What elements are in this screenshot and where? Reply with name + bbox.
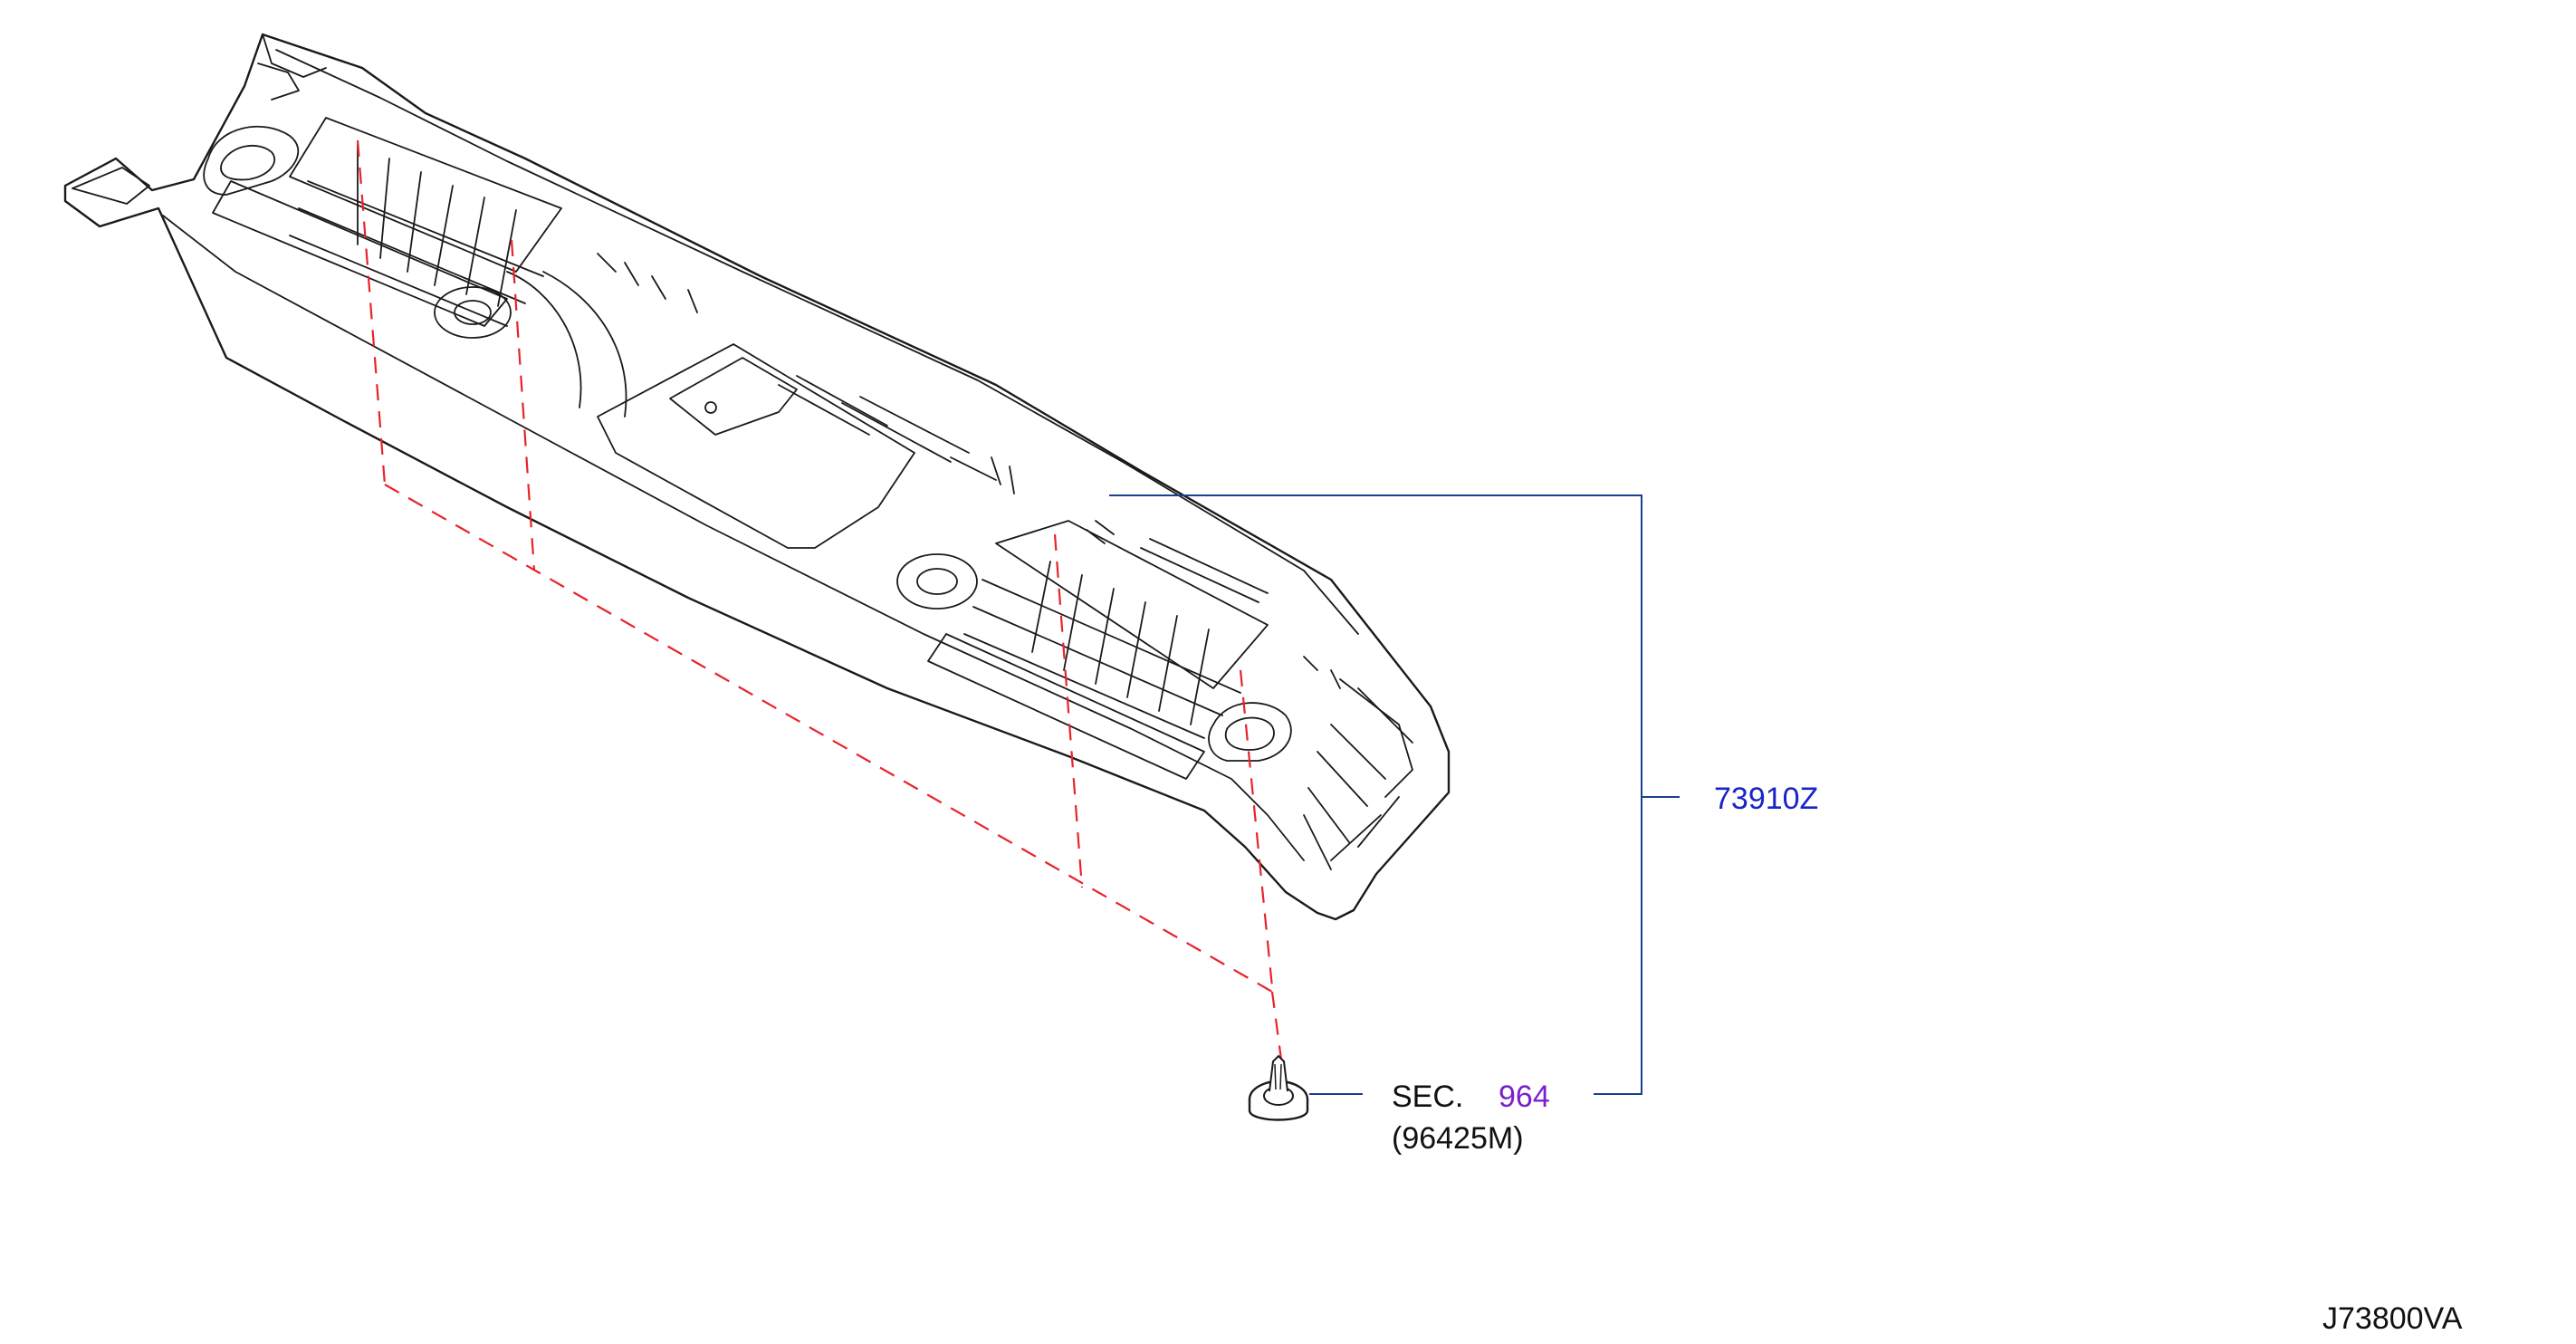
- push-clip-icon[interactable]: [1248, 1054, 1309, 1121]
- leader-lines: [1109, 494, 1680, 1095]
- trim-panel-outline[interactable]: [63, 33, 1451, 921]
- clip-part-number-label[interactable]: (96425M): [1392, 1121, 1524, 1156]
- diagram-code-label: J73800VA: [2322, 1301, 2463, 1336]
- part-number-label[interactable]: 73910Z: [1714, 782, 1818, 816]
- assembly-guide-lines: [356, 139, 1283, 1061]
- section-prefix-label: SEC.: [1392, 1080, 1463, 1114]
- section-number-label[interactable]: 964: [1499, 1080, 1550, 1114]
